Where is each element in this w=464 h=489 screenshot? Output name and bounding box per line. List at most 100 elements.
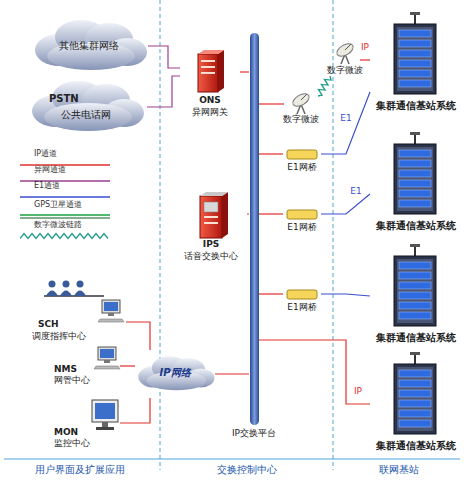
- connector: [120, 398, 150, 423]
- node-label: 异网网关: [180, 108, 240, 118]
- legend-item: GPS卫星通道: [20, 201, 112, 219]
- node-label: 监控中心: [54, 439, 114, 449]
- bridge-icon: [287, 290, 317, 299]
- monitor-icon: [92, 400, 118, 430]
- node-label: 集群通信基站系统: [370, 440, 462, 451]
- connector: [321, 194, 370, 214]
- server-icon: [198, 50, 224, 92]
- network-management-center: NMS网管中心: [40, 345, 120, 387]
- connector: [215, 373, 249, 374]
- server-icon: [200, 192, 228, 238]
- legend-label: E1通道: [34, 182, 60, 191]
- computer-icon: [94, 347, 120, 369]
- connector: [259, 340, 370, 404]
- section-label: 联网基站: [333, 464, 464, 475]
- node-label: 集群通信基站系统: [370, 332, 462, 343]
- person-icon: [60, 281, 72, 297]
- base-station: 集群通信基站系统: [370, 14, 462, 114]
- connector: [360, 59, 370, 60]
- connector: [247, 213, 249, 214]
- connector-label: E1: [336, 114, 356, 124]
- cloud-node: PSTN 公共电话网: [25, 82, 147, 132]
- connector: [259, 213, 283, 214]
- computer-icon: [98, 300, 124, 322]
- dish-icon: [335, 41, 356, 64]
- rack-icon: [394, 352, 436, 434]
- connector: [321, 92, 370, 154]
- connector-label: E1: [346, 187, 366, 197]
- section-label: 交换控制中心: [160, 464, 333, 475]
- microwave-dish: 数字微波: [330, 42, 360, 80]
- legend-label: GPS卫星通道: [34, 201, 82, 210]
- connector: [259, 293, 283, 294]
- legend-item: 数字微波链路: [20, 221, 112, 239]
- section-divider: [160, 0, 161, 470]
- legend-item: IP通道: [20, 150, 112, 168]
- node-label: 集群通信基站系统: [370, 100, 462, 111]
- legend-sample: [20, 193, 110, 201]
- legend-item: 异网通道: [20, 166, 112, 184]
- connector-label: IP: [348, 387, 368, 397]
- node-label: 话音交换中心: [175, 252, 247, 262]
- legend-sample: [20, 232, 110, 240]
- monitoring-center: MON监控中心: [40, 398, 120, 448]
- connector: [318, 76, 331, 96]
- node-label: 网管中心: [54, 376, 114, 386]
- cloud-shape: [32, 81, 144, 131]
- node-label: ONS: [180, 96, 240, 106]
- gateway-server: ONS 异网网关: [180, 50, 240, 122]
- node-label: SCH: [38, 320, 78, 330]
- connector: [259, 103, 284, 104]
- dispatch-center: SCH 调度指挥中心: [28, 300, 126, 344]
- node-label: 集群通信基站系统: [370, 220, 462, 231]
- switch-bus: IP交换平台: [249, 33, 259, 425]
- person-icon: [74, 281, 86, 297]
- rack-icon: [394, 12, 436, 94]
- legend-label: 数字微波链路: [34, 221, 82, 230]
- node-label: 数字微波: [324, 66, 366, 76]
- connector: [126, 322, 150, 350]
- node-label: E1网桥: [280, 223, 324, 233]
- legend-item: E1通道: [20, 182, 112, 200]
- e1-bridge: E1网桥: [283, 146, 321, 178]
- node-label: NMS: [54, 365, 94, 375]
- cloud-node: IP网络: [135, 350, 215, 398]
- node-label: IPS: [175, 240, 247, 250]
- connector: [147, 76, 180, 107]
- legend-label: IP通道: [34, 150, 57, 159]
- section-label: 用户界面及扩展应用: [0, 464, 160, 475]
- footer-line: [4, 459, 460, 460]
- switch-bus-bar: [250, 33, 259, 425]
- node-label: PSTN: [49, 93, 89, 104]
- rack-icon: [394, 132, 436, 214]
- person-icon: [46, 281, 58, 297]
- legend-sample: [20, 177, 110, 185]
- base-station: 集群通信基站系统: [370, 134, 462, 234]
- e1-bridge: E1网桥: [283, 206, 321, 238]
- legend-label: 异网通道: [34, 166, 66, 175]
- connector: [148, 46, 180, 68]
- connector: [321, 294, 370, 296]
- legend-sample: [20, 212, 110, 220]
- node-label: 公共电话网: [25, 109, 147, 120]
- e1-bridge: E1网桥: [283, 286, 321, 318]
- dish-icon: [291, 91, 312, 114]
- bridge-icon: [287, 150, 317, 159]
- rack-icon: [394, 244, 436, 326]
- cloud-node: 其他集群网络: [30, 22, 148, 70]
- node-label: IP交换平台: [214, 429, 294, 439]
- node-label: IP网络: [135, 367, 215, 378]
- base-station: 集群通信基站系统: [370, 354, 462, 454]
- node-label: E1网桥: [280, 163, 324, 173]
- switch-server: IPS 话音交换中心: [175, 188, 247, 266]
- connector: [240, 71, 249, 72]
- node-label: MON: [54, 428, 94, 438]
- node-label: 数字微波: [280, 115, 322, 125]
- node-label: 调度指挥中心: [32, 332, 112, 342]
- node-label: 其他集群网络: [30, 40, 148, 51]
- connector: [259, 153, 283, 154]
- node-label: E1网桥: [280, 303, 324, 313]
- base-station: 集群通信基站系统: [370, 246, 462, 346]
- bridge-icon: [287, 210, 317, 219]
